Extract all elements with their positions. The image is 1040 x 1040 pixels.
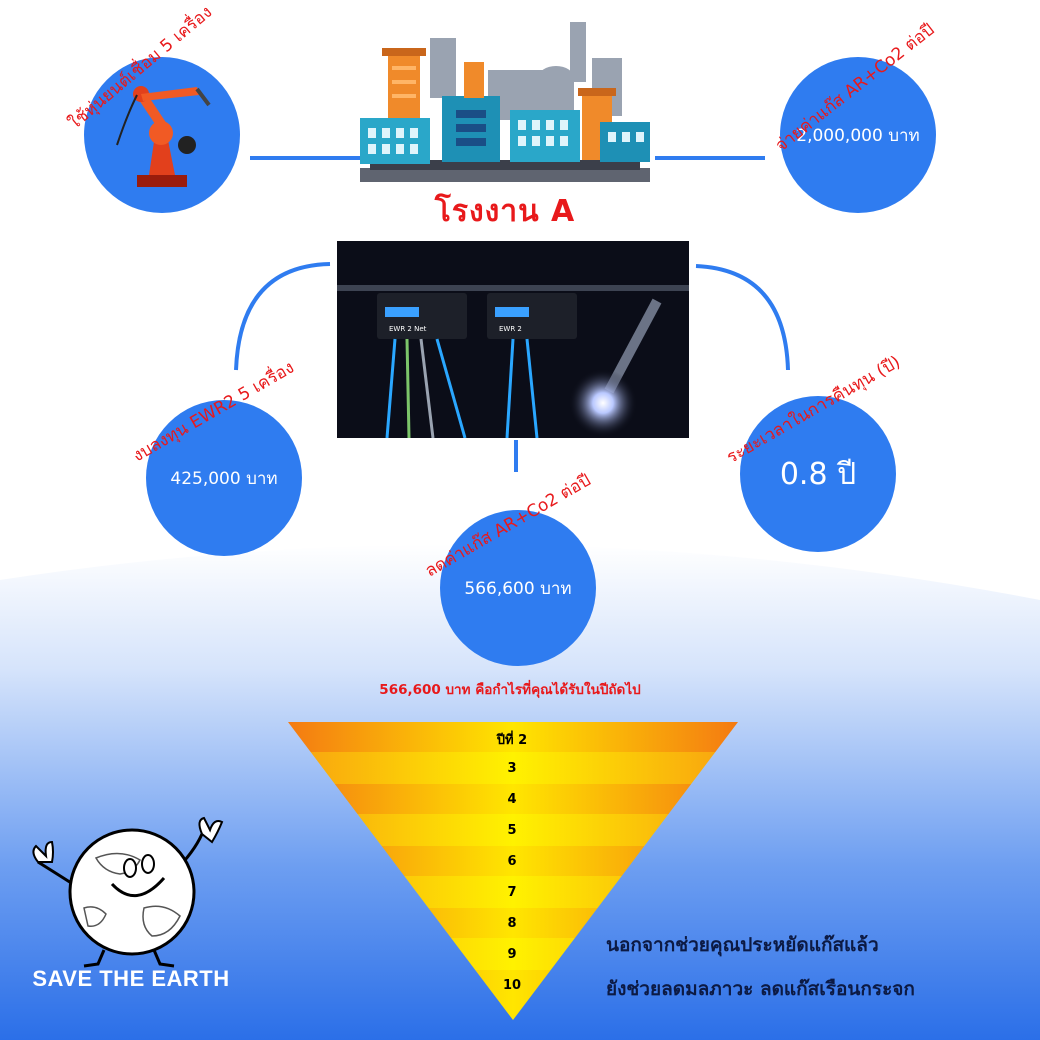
note-line-1: นอกจากช่วยคุณประหยัดแก๊สแล้ว <box>606 934 879 956</box>
pyramid-year-9: 9 <box>507 947 517 962</box>
pyramid-year-6: 6 <box>507 854 517 869</box>
payback-circle: 0.8 ปี <box>740 396 896 552</box>
investment-circle: 425,000 บาท <box>146 400 302 556</box>
pyramid-year-2: ปีที่ 2 <box>496 733 528 748</box>
robots-circle <box>84 57 240 213</box>
save-earth-caption: SAVE THE EARTH <box>32 966 230 991</box>
factory-title: โรงงาน A <box>434 194 576 229</box>
pyramid-year-4: 4 <box>507 792 517 807</box>
device-label-1: EWR 2 Net <box>389 325 427 333</box>
pyramid-year-5: 5 <box>507 823 517 838</box>
pyramid-year-3: 3 <box>507 761 517 776</box>
payback-value: 0.8 ปี <box>779 456 857 492</box>
welding-robot-icon <box>116 86 211 187</box>
note-line-2: ยังช่วยลดมลภาวะ ลดแก๊สเรือนกระจก <box>606 978 915 1000</box>
connector-payback <box>695 264 790 371</box>
investment-value: 425,000 บาท <box>170 468 278 489</box>
factory-illustration <box>360 22 650 182</box>
connector-investment <box>234 262 331 371</box>
pyramid-year-7: 7 <box>507 885 517 900</box>
ewr2-device-photo: EWR 2 Net EWR 2 <box>337 241 689 438</box>
savings-circle: 566,600 บาท <box>440 510 596 666</box>
savings-value: 566,600 บาท <box>464 578 572 599</box>
earth-mascot-icon <box>32 816 224 968</box>
gas-cost-circle: 2,000,000 บาท <box>780 57 936 213</box>
device-label-2: EWR 2 <box>499 325 522 333</box>
pyramid-year-8: 8 <box>507 916 517 931</box>
gas-cost-value: 2,000,000 บาท <box>796 125 920 146</box>
pyramid-year-10: 10 <box>502 978 522 993</box>
profit-note: 566,600 บาท คือกำไรที่คุณได้รับในปีถัดไป <box>379 682 641 698</box>
